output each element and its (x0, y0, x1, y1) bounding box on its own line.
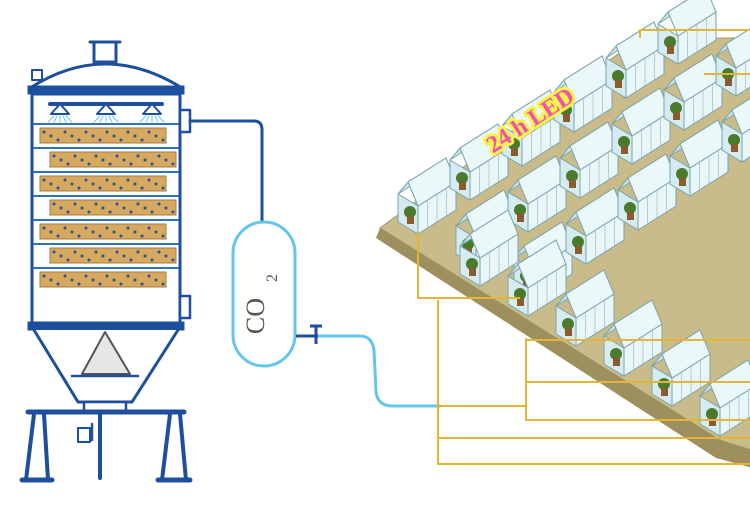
spray-head (93, 103, 119, 123)
spray-heads (47, 103, 165, 123)
greenhouse-unit (715, 28, 750, 97)
greenhouse-rows (397, 0, 750, 437)
substrate-shelves (33, 123, 179, 288)
spray-head (139, 103, 165, 123)
greenhouse-array: 24 h LED 24 h LED (376, 0, 750, 468)
greenhouse-base-edge (376, 228, 750, 468)
greenhouse-unit (699, 359, 750, 437)
substrate-tray (33, 171, 179, 192)
greenhouse-unit (559, 121, 619, 199)
greenhouse-unit (397, 157, 457, 235)
greenhouse-unit (555, 269, 615, 347)
greenhouse-row (397, 0, 717, 235)
fermentation-reactor (19, 40, 193, 483)
reactor-stand (19, 409, 193, 483)
connector-mid-1 (525, 338, 750, 421)
connector-top-1 (639, 29, 750, 38)
reactor-to-tank-pipe (188, 119, 264, 227)
substrate-tray (33, 219, 179, 240)
gas-pipes (188, 119, 442, 408)
substrate-tray (33, 147, 179, 168)
greenhouse-unit (611, 87, 671, 165)
substrate-tray (33, 195, 179, 216)
greenhouse-unit (617, 153, 677, 231)
tank-label-co: CO (241, 298, 270, 334)
lower-outlet (178, 294, 192, 320)
top-nozzle (92, 40, 118, 64)
tank-body (231, 220, 297, 368)
greenhouse-unit (459, 209, 519, 287)
tank-to-greenhouse-pipe (298, 334, 442, 408)
greenhouse-unit (657, 0, 717, 65)
greenhouse-unit (449, 123, 509, 201)
greenhouse-unit (663, 53, 723, 131)
connector-left-1 (417, 232, 520, 299)
bottom-flange (27, 321, 185, 331)
greenhouse-row-front (459, 209, 750, 437)
connector-bottom-main (437, 300, 750, 465)
greenhouse-unit (721, 98, 750, 163)
diffuser-cone (81, 331, 131, 375)
substrate-tray (33, 123, 179, 144)
greenhouse-unit (553, 55, 613, 133)
greenhouse-unit (669, 119, 729, 197)
spray-head (47, 103, 73, 123)
greenhouse-unit (565, 187, 625, 265)
greenhouse-unit (603, 299, 663, 377)
substrate-tray (33, 267, 179, 288)
greenhouse-unit (507, 239, 567, 317)
tank-label-subscript: 2 (264, 274, 281, 282)
distribution-connectors (417, 29, 750, 465)
greenhouse-unit (507, 155, 567, 233)
substrate-tray (33, 243, 179, 264)
reactor-dome (28, 62, 184, 90)
co2-storage-tank: CO 2 (231, 220, 322, 368)
